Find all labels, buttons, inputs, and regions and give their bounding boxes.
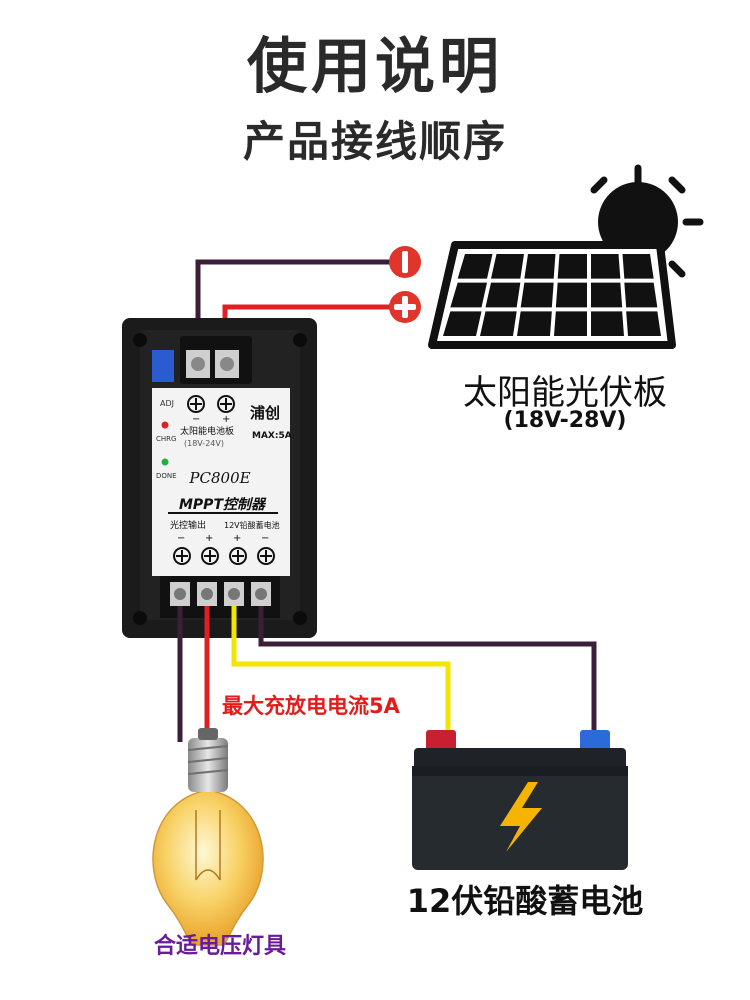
solar-cell [591,282,623,308]
solar-cell [520,282,554,308]
out-terminal-3: + [233,533,241,544]
solar-cell [557,254,587,279]
chrg-label: CHRG [156,435,176,443]
solar-cell [443,311,482,336]
product-name: MPPT控制器 [179,496,267,513]
page-subtitle: 产品接线顺序 [242,117,507,166]
solar-cell [517,311,552,336]
model-label: PC800E [188,469,250,487]
battery-positive-wire [231,606,451,735]
solar-cell [480,311,517,336]
solar-cell [591,311,624,336]
out-terminal-1: − [177,533,185,544]
battery-port-label: 12V铅酸蓄电池 [224,520,280,530]
input-range: (18V-24V) [184,439,224,448]
solar-cell [555,282,587,308]
solar-panel [428,241,676,349]
max-current-note: 最大充放电电流5A [222,694,400,718]
solar-cell [626,311,661,336]
out-terminal-2: + [205,533,213,544]
battery-icon [412,730,628,870]
input-terminal-icons [187,395,235,413]
solar-cell [485,282,521,308]
lightning-icon [500,782,542,852]
adj-label: ADJ [160,399,174,408]
solar-panel-label: 太阳能光伏板 [463,373,667,413]
battery-label: 12伏铅酸蓄电池 [406,882,644,920]
brand-label: 浦创 [250,404,280,422]
solar-cell [554,311,587,336]
battery-negative-wire [258,606,597,735]
solar-negative-wire [195,259,392,345]
input-label: 太阳能电池板 [180,425,234,437]
done-label: DONE [156,472,177,480]
solar-cell [524,254,556,279]
solar-cell [624,282,658,308]
solar-cell [491,254,524,279]
solar-cell [450,282,487,308]
chrg-led [161,421,169,429]
done-led [161,458,169,466]
input-plus-label: + [222,414,230,425]
solar-positive-badge [389,291,421,323]
output-label: 光控输出 [170,519,206,531]
out-terminal-4: − [261,533,269,544]
solar-cell [622,254,654,279]
solar-cell [591,254,621,279]
page-title: 使用说明 [247,32,503,102]
output-terminal-icons [173,547,275,565]
max-current-label: MAX:5A [252,431,292,441]
solar-negative-badge [389,246,421,278]
input-minus-label: − [192,414,200,425]
lamp-icon [152,728,264,946]
lamp-label: 合适电压灯具 [153,934,286,959]
solar-cell [457,254,493,279]
solar-panel-voltage: (18V-28V) [503,408,627,433]
